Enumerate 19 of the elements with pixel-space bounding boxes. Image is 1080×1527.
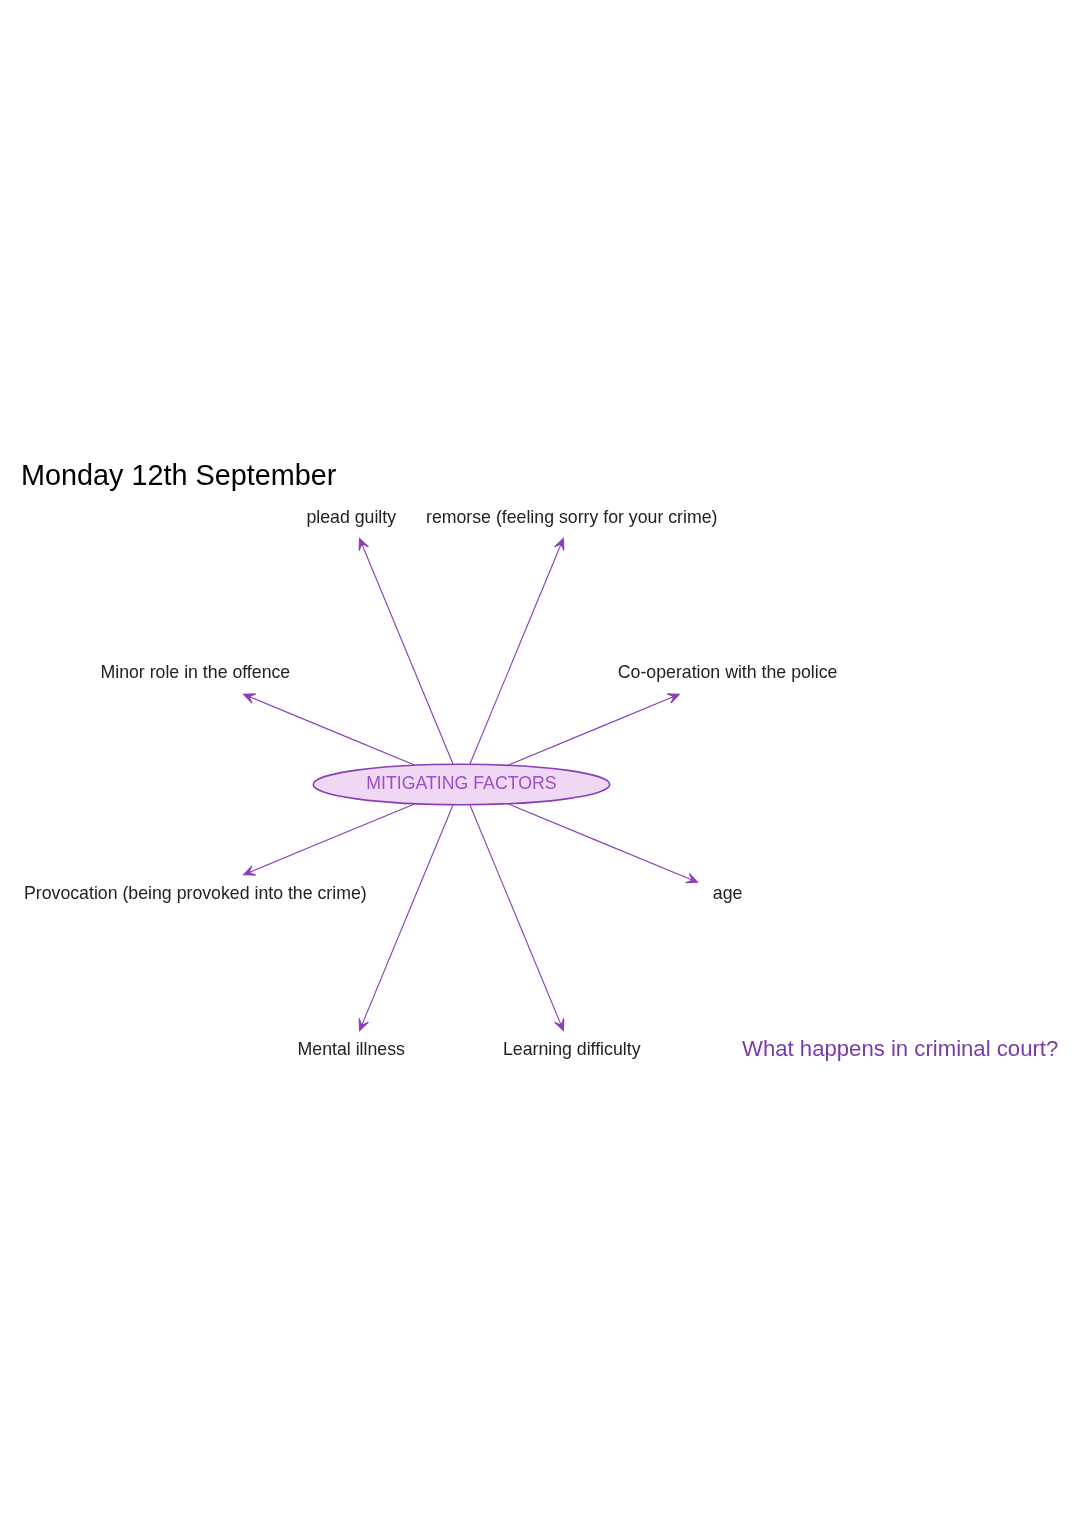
node-text: Co-operation with the police — [617, 661, 838, 682]
arrow — [243, 692, 416, 766]
node-text: Provocation (being provoked into the crime) — [23, 882, 367, 903]
arrow — [507, 802, 699, 883]
node-text: remorse (feeling sorry for your crime) — [425, 506, 718, 527]
node-text: age — [712, 882, 743, 903]
node-text: Minor role in the offence — [100, 661, 291, 682]
node-text: Mental illness — [297, 1038, 405, 1059]
arrow — [243, 802, 416, 876]
node-text: plead guilty — [306, 506, 397, 527]
arrow — [358, 537, 454, 765]
arrow — [469, 803, 565, 1031]
arrow — [469, 537, 565, 765]
arrow — [507, 692, 680, 766]
node-ellipse: MITIGATING FACTORS — [312, 762, 611, 806]
label: What happens in criminal court? — [742, 1035, 1059, 1061]
arrow — [358, 803, 454, 1031]
diagram-title: Monday 12th September — [21, 458, 337, 491]
node-text: Learning difficulty — [502, 1038, 641, 1059]
